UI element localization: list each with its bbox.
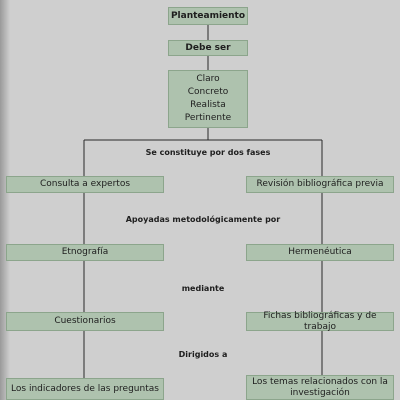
indicadores-label: Los indicadores de las preguntas <box>11 383 159 394</box>
planteamiento-label: Planteamiento <box>170 10 246 21</box>
fases-label: Se constituye por dos fases <box>145 148 271 157</box>
consulta-box: Consulta a expertos <box>6 176 164 193</box>
qualities-box: Claro Concreto Realista Pertinente <box>168 70 248 128</box>
quality-concreto: Concreto <box>187 87 229 98</box>
dirigidos-label: Dirigidos a <box>178 350 228 359</box>
etnografia-label: Etnografía <box>61 247 109 258</box>
quality-realista: Realista <box>190 100 226 110</box>
quality-pertinente: Pertinente <box>184 112 232 123</box>
temas-box: Los temas relacionados con la investigac… <box>246 375 394 400</box>
consulta-label: Consulta a expertos <box>39 179 131 190</box>
fichas-label: Fichas bibliográficas y de trabajo <box>263 310 377 332</box>
hermeneutica-box: Hermenéutica <box>246 244 394 261</box>
fichas-box: Fichas bibliográficas y de trabajo <box>246 310 394 332</box>
cuestionarios-box: Cuestionarios <box>6 312 164 331</box>
cuestionarios-label: Cuestionarios <box>54 316 116 327</box>
page-edge-shadow <box>0 0 10 400</box>
planteamiento-box: Planteamiento <box>168 7 248 25</box>
temas-label: Los temas relacionados con la investigac… <box>252 376 388 398</box>
indicadores-box: Los indicadores de las preguntas <box>6 378 164 400</box>
etnografia-box: Etnografía <box>6 244 164 261</box>
debe-ser-box: Debe ser <box>168 40 248 56</box>
mediante-label: mediante <box>181 284 225 293</box>
apoyadas-label: Apoyadas metodológicamente por <box>125 215 281 224</box>
revision-box: Revisión bibliográfica previa <box>246 176 394 193</box>
quality-claro: Claro <box>196 74 220 85</box>
hermeneutica-label: Hermenéutica <box>288 247 352 258</box>
debe-ser-label: Debe ser <box>185 42 231 53</box>
revision-label: Revisión bibliográfica previa <box>256 179 384 190</box>
